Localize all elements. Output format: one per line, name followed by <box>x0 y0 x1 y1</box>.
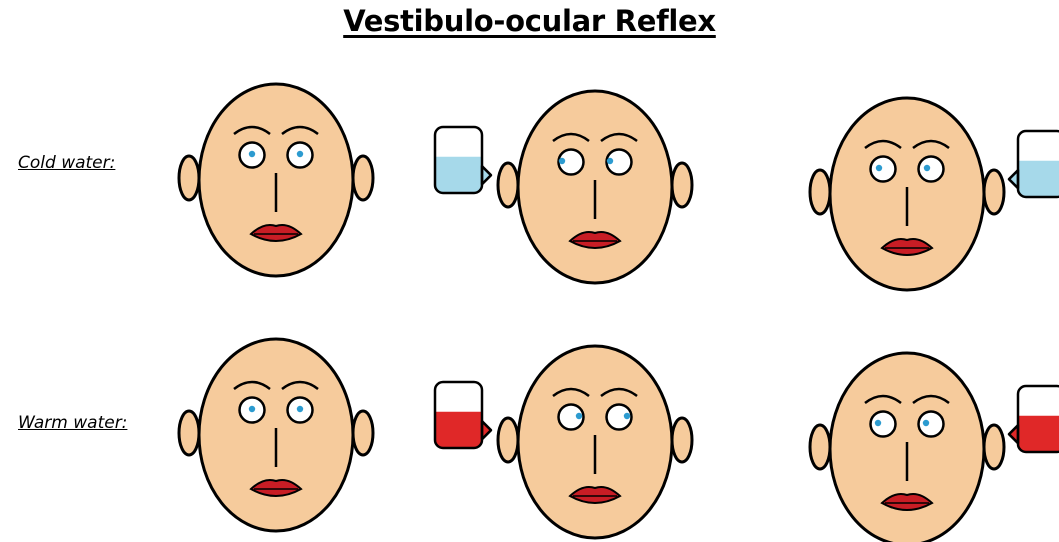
face-left-irrigation-cold <box>498 91 692 283</box>
left-ear <box>498 418 518 462</box>
left-ear <box>810 425 830 469</box>
face-baseline-cold <box>179 84 373 276</box>
lips <box>882 239 932 255</box>
water-cup-right-cold <box>1009 131 1059 197</box>
face-baseline-warm <box>179 339 373 531</box>
right-pupil <box>297 406 303 412</box>
right-eye <box>919 157 944 182</box>
right-pupil <box>924 165 930 171</box>
left-pupil <box>559 158 565 164</box>
spout <box>482 421 491 439</box>
right-ear <box>353 156 373 200</box>
water <box>1018 161 1059 197</box>
spout <box>1009 425 1018 443</box>
left-pupil <box>576 413 582 419</box>
right-ear <box>984 425 1004 469</box>
left-pupil <box>249 406 255 412</box>
right-eye <box>919 412 944 437</box>
lips <box>570 487 620 503</box>
face-left-irrigation-warm <box>498 346 692 538</box>
right-ear <box>672 418 692 462</box>
left-pupil <box>875 420 881 426</box>
right-pupil <box>923 420 929 426</box>
left-ear <box>179 411 199 455</box>
face-right-irrigation-warm <box>810 353 1004 542</box>
water-cup-right-warm <box>1009 386 1059 452</box>
left-eye <box>871 157 896 182</box>
left-ear <box>179 156 199 200</box>
left-pupil <box>249 151 255 157</box>
right-pupil <box>607 158 613 164</box>
water-cup-left-cold <box>435 127 491 193</box>
lips <box>251 480 301 496</box>
water <box>435 157 482 193</box>
right-ear <box>672 163 692 207</box>
spout <box>482 166 491 184</box>
lips <box>570 232 620 248</box>
right-ear <box>353 411 373 455</box>
lips <box>251 225 301 241</box>
face-right-irrigation-cold <box>810 98 1004 290</box>
water-cup-left-warm <box>435 382 491 448</box>
spout <box>1009 170 1018 188</box>
right-pupil <box>297 151 303 157</box>
water <box>1018 416 1059 452</box>
left-pupil <box>876 165 882 171</box>
left-ear <box>498 163 518 207</box>
left-ear <box>810 170 830 214</box>
right-pupil <box>624 413 630 419</box>
water <box>435 412 482 448</box>
left-eye <box>871 412 896 437</box>
lips <box>882 494 932 510</box>
right-ear <box>984 170 1004 214</box>
